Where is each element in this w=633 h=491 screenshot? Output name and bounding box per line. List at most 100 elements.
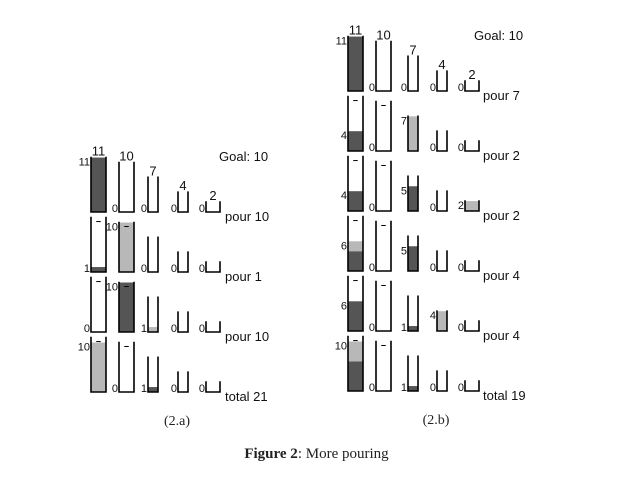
liquid-light [348,341,363,362]
jug-outline [118,281,135,333]
capacity-label: 2 [209,188,216,203]
jug-outline [347,275,364,332]
jug: 0 [199,321,221,335]
jug-outline [347,155,364,212]
jug: 1 [401,355,419,394]
step-caption: pour 4 [483,328,520,343]
jug: 11 [336,36,364,92]
liquid-dark [148,387,158,392]
jug-outline [177,311,189,333]
liquid-dark [91,157,106,212]
level-label: 0 [430,82,436,94]
liquid-dark [91,267,106,272]
level-label: 5 [401,245,407,257]
liquid-light [437,311,447,331]
liquid-dark [348,191,363,211]
level-label: 0 [369,82,375,94]
jug: 10 [335,335,364,392]
jug-outline [407,115,419,152]
step-caption: pour 1 [225,269,262,284]
jug: 1 [141,356,159,395]
jug-outline [90,216,107,273]
subfigure-label: (2.a) [164,414,190,429]
jug: 0 [369,280,392,334]
jug: 0 [141,176,159,215]
level-label: 6 [341,240,347,252]
jug-outline [375,40,392,92]
jug-outline [464,260,480,272]
jug: 0 [112,341,135,395]
jug-outline [205,261,221,273]
level-label: 0 [171,203,177,215]
level-label: 10 [106,222,118,234]
liquid-dark [408,386,418,391]
jug: 0 [171,311,189,335]
jug: 6 [341,275,364,332]
level-label: 5 [401,185,407,197]
jug: 6 [341,215,364,272]
level-label: 0 [112,383,118,395]
capacity-label: 2 [468,67,475,82]
jug-outline [436,190,448,212]
liquid-dark [348,36,363,91]
level-label: 0 [171,263,177,275]
jug-outline [90,156,107,213]
jug: 1 [401,295,419,334]
jug-outline [464,140,480,152]
jug-outline [407,55,419,92]
jug: 10 [106,281,135,333]
jug-outline [205,201,221,213]
liquid-dark [119,282,134,332]
step-caption: total 21 [225,389,268,404]
step-caption: pour 2 [483,148,520,163]
jug-outline [464,200,480,212]
level-label: 0 [141,263,147,275]
jug: 7 [401,115,419,152]
level-label: 0 [141,203,147,215]
jug: 2 [458,200,480,212]
liquid-dark [348,361,363,391]
jug-outline [464,320,480,332]
jug: 4 [341,95,364,152]
capacity-label: 7 [409,42,416,57]
liquid-dark [408,246,418,271]
jug: 0 [369,100,392,154]
level-label: 0 [458,82,464,94]
jug-outline [347,95,364,152]
level-label: 0 [458,322,464,334]
jug-outline [407,235,419,272]
jug-outline [464,80,480,92]
jug-outline [436,310,448,332]
jug: 0 [84,276,107,335]
figure-label: Figure 2 [244,446,298,462]
level-label: 1 [401,322,407,334]
level-label: 0 [199,263,205,275]
level-label: 0 [430,142,436,154]
jug-outline [147,176,159,213]
level-label: 0 [458,142,464,154]
jug-outline [375,220,392,272]
capacity-label: 4 [438,57,445,72]
jug-outline [118,221,135,273]
jug: 0 [112,161,135,215]
jug: 0 [199,201,221,215]
step-caption: total 19 [483,388,526,403]
liquid-light [408,116,418,151]
level-label: 0 [171,323,177,335]
level-label: 1 [401,382,407,394]
jug: 0 [171,191,189,215]
step-caption: pour 7 [483,88,520,103]
jug-outline [177,371,189,393]
level-label: 0 [401,82,407,94]
jug-outline [90,276,107,333]
level-label: 11 [79,157,90,169]
level-label: 2 [458,200,464,212]
jug: 0 [199,381,221,395]
jug: 0 [369,220,392,274]
jug-outline [436,250,448,272]
jug: 10 [106,221,135,273]
